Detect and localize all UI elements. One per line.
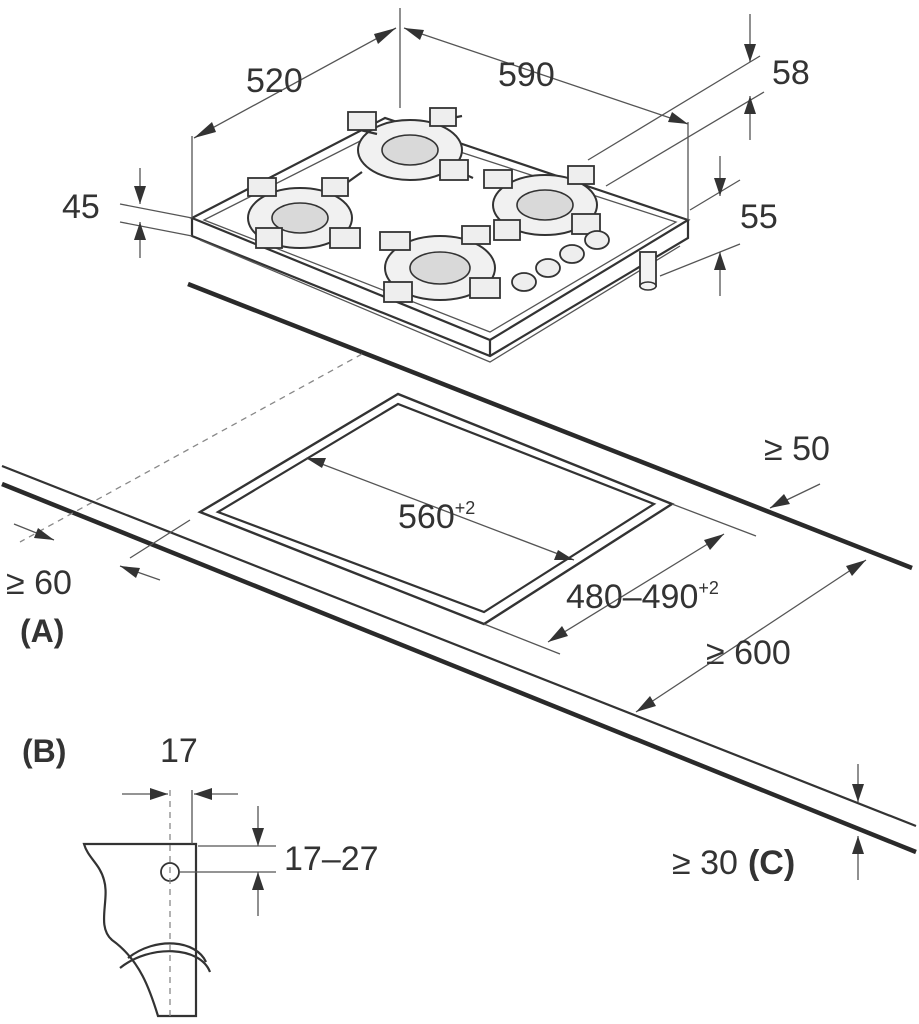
hob-underside	[199, 239, 681, 363]
dim-58: 58	[772, 54, 810, 92]
cutout-inner	[215, 402, 657, 614]
dim-480-490: 480–490+2	[566, 578, 719, 616]
hob-drawing	[189, 107, 691, 363]
dim-bracket-17: 17	[160, 732, 198, 770]
dim-55: 55	[740, 198, 778, 236]
worktop	[1, 281, 917, 855]
burner-front	[379, 225, 501, 303]
worktop-front-edge	[1, 464, 917, 828]
gas-connector	[639, 251, 657, 291]
dim-45: 45	[62, 188, 100, 226]
dim-bracket-17-27: 17–27	[284, 840, 379, 878]
burner-top	[347, 107, 474, 183]
dim-worktop-thickness: ≥ 30(C)	[672, 844, 795, 882]
dim-590: 590	[498, 56, 555, 94]
dim-520: 520	[246, 62, 303, 100]
burner-right	[483, 165, 601, 241]
label-b: (B)	[22, 733, 66, 769]
label-a: (A)	[20, 613, 64, 649]
worktop-dimensions	[13, 457, 867, 880]
burner-left	[247, 177, 361, 249]
dim-560: 560+2	[398, 498, 475, 536]
dim-worktop-depth: ≥ 600	[706, 634, 791, 672]
bracket-detail	[82, 788, 276, 1018]
bracket-profile	[82, 842, 198, 1018]
dim-front-clearance: ≥ 60	[6, 564, 72, 602]
hob-dimensions	[119, 8, 765, 296]
dim-rear-clearance: ≥ 50	[764, 430, 830, 468]
worktop-front-edge-lower	[1, 481, 917, 855]
control-knobs	[511, 230, 610, 292]
worktop-back-edge	[187, 281, 913, 571]
